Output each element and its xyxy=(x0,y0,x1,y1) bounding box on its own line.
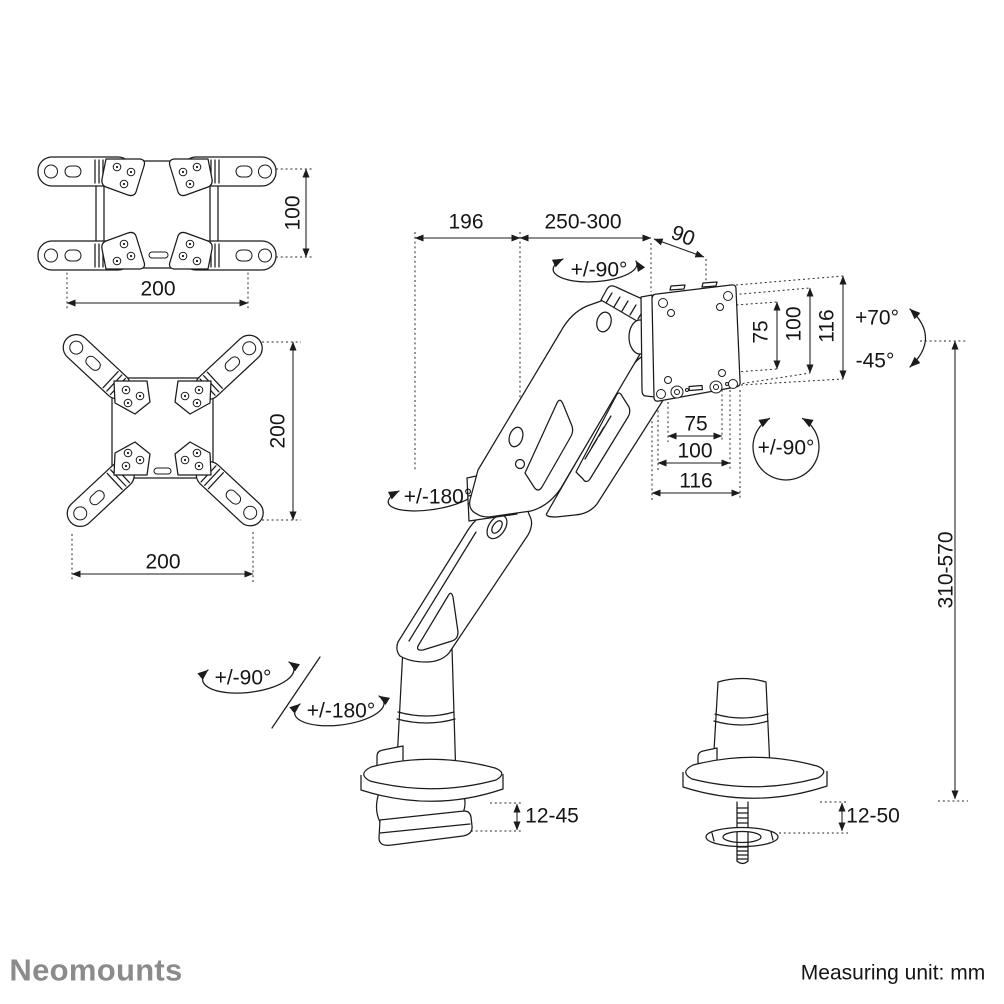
extension-lines xyxy=(66,168,968,834)
dim-reach-front: 250-300 xyxy=(544,210,622,234)
vesa-adapter-landscape-drawing xyxy=(37,156,277,271)
brand-logo: Neomounts xyxy=(9,952,183,988)
dim-vesa-horizontal-75: 75 xyxy=(684,412,708,436)
vesa-plate-drawing xyxy=(651,281,741,402)
rotation-label-arm-swivel: +/-180° xyxy=(403,485,473,509)
dim-height-range: 310-570 xyxy=(934,531,958,609)
dim-clamp-thickness: 12-45 xyxy=(525,804,579,828)
vesa-adapter-cross-drawing xyxy=(62,333,264,528)
screws xyxy=(121,385,204,471)
dim-adapter1-width: 200 xyxy=(140,277,176,301)
measuring-unit-note: Measuring unit: mm xyxy=(800,961,986,985)
rotation-label-head-swivel: +/-90° xyxy=(570,258,628,282)
plate-slot xyxy=(688,384,704,392)
rotation-label-base-swivel: +/-180° xyxy=(306,699,376,723)
rotation-label-pole-swivel: +/-90° xyxy=(214,666,272,690)
rotation-label-vesa-rotation: +/-90° xyxy=(757,436,815,460)
dim-vesa-horizontal-100: 100 xyxy=(677,439,713,463)
dim-vesa-horizontal-116: 116 xyxy=(679,469,713,493)
tilt-arc-arrow xyxy=(909,308,926,368)
dimension-lines xyxy=(66,168,959,832)
dim-vesa-vertical-75: 75 xyxy=(749,320,773,344)
desk-clamp-drawing xyxy=(360,647,504,846)
dim-adapter2-height: 200 xyxy=(266,413,290,449)
dim-vesa-vertical-116: 116 xyxy=(815,309,839,343)
dim-grommet-thickness: 12-50 xyxy=(846,804,900,828)
monitor-arm-drawing xyxy=(396,285,680,663)
dim-vesa-vertical-100: 100 xyxy=(782,306,806,342)
grommet-mount-drawing xyxy=(682,677,828,865)
rotation-label-tilt-down: -45° xyxy=(855,349,895,373)
dim-adapter2-width: 200 xyxy=(145,550,181,574)
dim-reach-rear: 196 xyxy=(448,210,484,234)
screws xyxy=(112,162,202,266)
rotation-axis-line xyxy=(271,656,321,729)
vesa-rotation-arrow xyxy=(752,417,820,481)
rotation-label-tilt-up: +70° xyxy=(854,306,900,330)
dim-adapter1-height: 100 xyxy=(281,195,305,231)
